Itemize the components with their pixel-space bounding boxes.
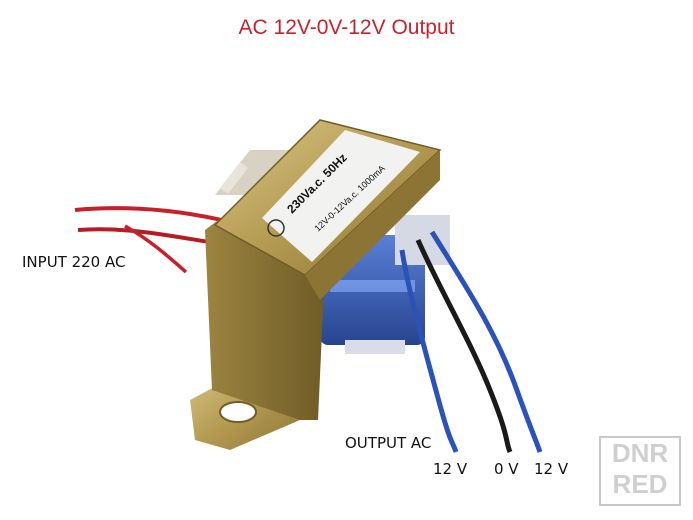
output-label: OUTPUT AC <box>345 434 432 452</box>
output-wires <box>399 230 543 453</box>
manufacturer-logo <box>267 219 285 237</box>
watermark-logo: DNR RED <box>599 436 681 506</box>
output-wire-right <box>429 230 543 453</box>
output-wire-left <box>399 249 459 453</box>
page-title: AC 12V-0V-12V Output <box>238 16 455 39</box>
output-wire-center <box>415 238 513 453</box>
tap-left-label: 12 V <box>433 460 468 478</box>
tap-right-label: 12 V <box>534 460 569 478</box>
tap-center-label: 0 V <box>494 460 519 478</box>
input-label: INPUT 220 AC <box>22 253 126 271</box>
watermark-line2: RED <box>612 469 668 499</box>
watermark-line1: DNR <box>611 438 669 468</box>
